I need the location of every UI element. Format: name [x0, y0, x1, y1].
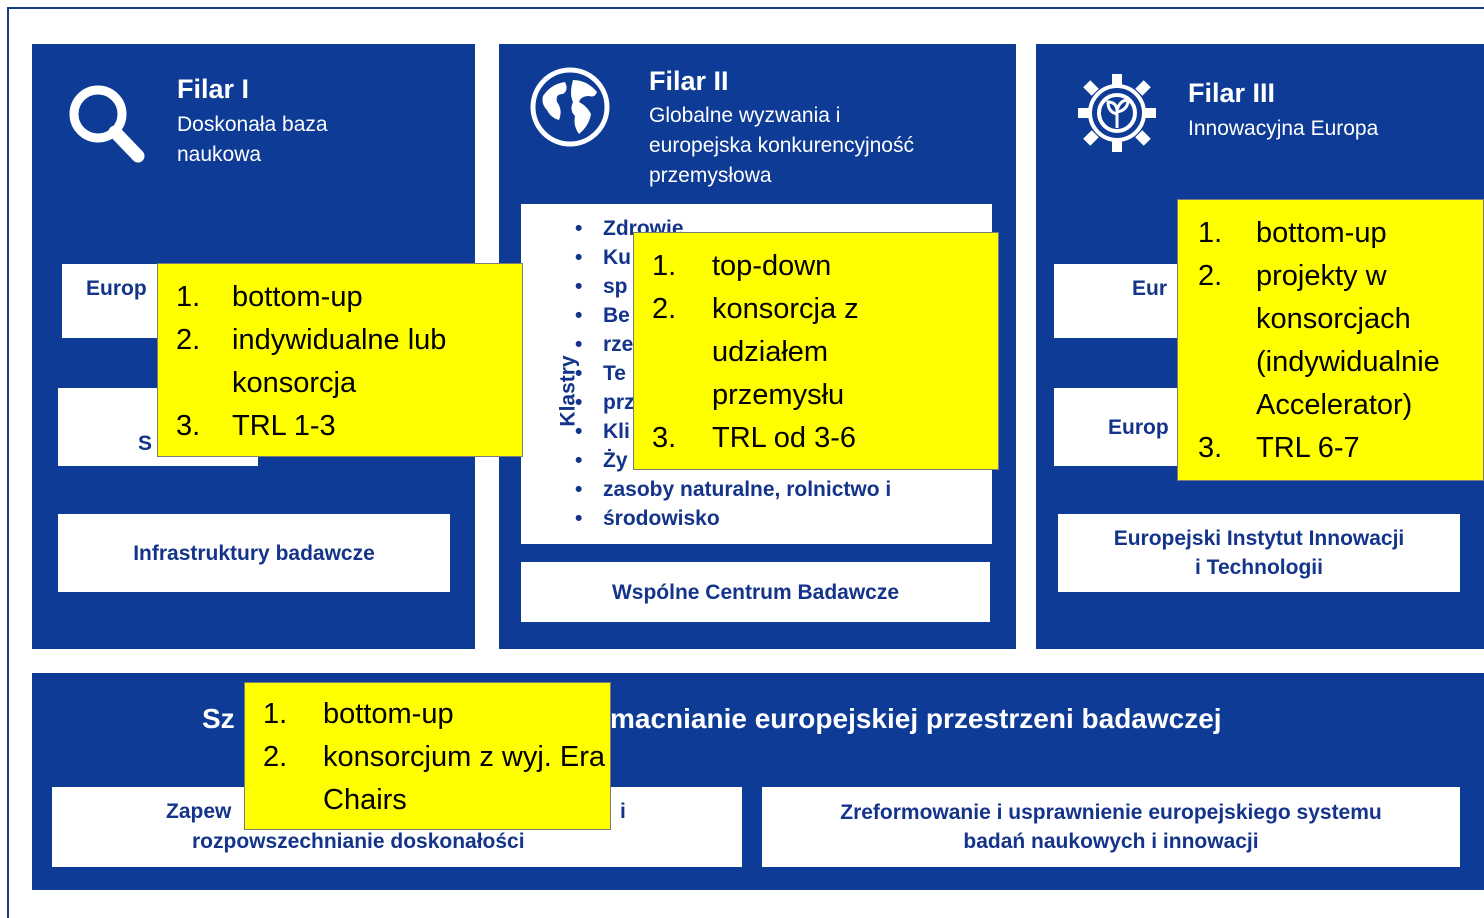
list-item: Be	[555, 301, 975, 330]
note-item: 3.TRL 6-7	[1198, 432, 1360, 464]
band-title-start: Sz	[202, 703, 235, 734]
pillar-subtitle: Globalne wyzwania i europejska konkurenc…	[649, 104, 914, 187]
pillar-box-3: Infrastruktury badawcze	[58, 514, 450, 592]
pillar-title: Filar I	[177, 74, 250, 104]
list-item: Kli	[555, 417, 975, 446]
pillar-subtitle: Innowacyjna Europa	[1188, 117, 1379, 140]
pillar-title: Filar II	[649, 66, 729, 96]
list-item: zasoby naturalne, rolnictwo i	[555, 475, 975, 504]
note-item: 3.TRL 1-3	[176, 410, 336, 442]
list-item: Ży	[555, 446, 975, 475]
frame	[7, 7, 1484, 918]
list-item: Ku	[555, 243, 975, 272]
band-box-left-line1-end: i	[620, 800, 626, 823]
pillar-subtitle: Doskonała baza naukowa	[177, 113, 328, 166]
globe-icon	[530, 67, 610, 147]
note-item: 2.konsorcja z udziałem przemysłu	[652, 293, 859, 411]
pillar-box-jrc: Wspólne Centrum Badawcze	[521, 562, 990, 622]
magnifier-icon	[69, 85, 145, 163]
band-title-end: macnianie europejskiej przestrzeni badaw…	[610, 703, 1222, 734]
note-item: 2.konsorcjum z wyj. Era Chairs	[263, 741, 606, 816]
list-item: prz	[555, 388, 975, 417]
gear-plant-icon	[1078, 74, 1156, 152]
note-item: 2.indywidualne lub konsorcja	[176, 324, 447, 399]
band-box-right: Zreformowanie i usprawnienie europejskie…	[762, 787, 1460, 867]
note-item: 1.top-down	[652, 250, 832, 282]
note-filar-3: 1.bottom-up 2.projekty w konsorcjach (in…	[1177, 199, 1484, 481]
note-filar-2: 1.top-down 2.konsorcja z udziałem przemy…	[633, 232, 999, 470]
note-item: 2.projekty w konsorcjach (indywidualnie …	[1198, 260, 1440, 421]
klastry-list: Zdrowie Ku sp Be rze Te prz Kli Ży zasob…	[555, 214, 975, 533]
list-item: Te	[555, 359, 975, 388]
note-item: 1.bottom-up	[263, 698, 454, 730]
band-box-left-line2: rozpowszechnianie doskonałości	[192, 830, 525, 853]
note-item: 1.bottom-up	[1198, 217, 1387, 249]
note-item: 1.bottom-up	[176, 281, 363, 313]
list-item: środowisko	[555, 504, 975, 533]
list-item: rze	[555, 330, 975, 359]
list-item: sp	[555, 272, 975, 301]
note-item: 3.TRL od 3-6	[652, 422, 856, 454]
note-filar-1: 1.bottom-up 2.indywidualne lub konsorcja…	[157, 263, 523, 457]
pillar-title: Filar III	[1188, 78, 1276, 108]
band-box-left-line1: Zapew	[166, 800, 232, 823]
note-band: 1.bottom-up 2.konsorcjum z wyj. Era Chai…	[244, 682, 611, 830]
pillar-box-eit: Europejski Instytut Innowacji i Technolo…	[1058, 514, 1460, 592]
